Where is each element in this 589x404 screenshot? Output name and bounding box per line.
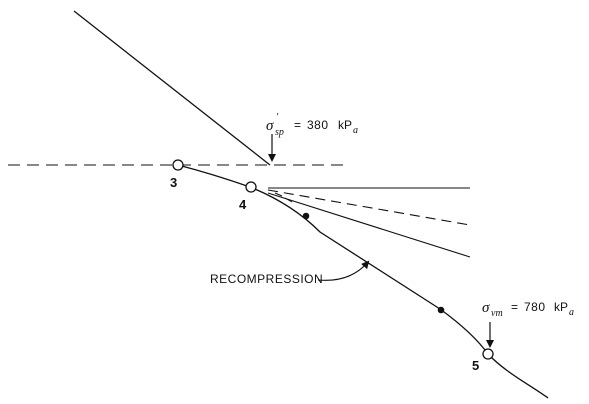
open-point-5 bbox=[482, 348, 494, 360]
sigma-sp-equals: = bbox=[294, 118, 302, 132]
point-label-5: 5 bbox=[472, 358, 479, 373]
compression-curve bbox=[177, 164, 549, 399]
sigma-vm-subscript: vm bbox=[491, 308, 503, 319]
tick-dash-1 bbox=[274, 192, 283, 197]
fan-line-dashed bbox=[267, 189, 471, 226]
open-point-4 bbox=[245, 181, 257, 193]
recompression-label: RECOMPRESSION bbox=[210, 272, 323, 286]
sigma-sp-subscript: sp bbox=[275, 127, 284, 138]
filled-point-1 bbox=[302, 212, 310, 220]
sigma-sp-annotation: σ ' sp = 380 kP a bbox=[266, 112, 358, 162]
recompression-arrow bbox=[317, 260, 370, 281]
sigma-sp-unit-sub: a bbox=[353, 125, 358, 136]
sigma-vm-unit: kP bbox=[554, 300, 568, 314]
tick-dash-2 bbox=[284, 197, 293, 203]
upper-steep-line bbox=[73, 10, 271, 166]
fan-line-lower bbox=[267, 192, 471, 258]
recompression-annotation: RECOMPRESSION bbox=[210, 260, 370, 286]
sigma-vm-symbol: σ bbox=[482, 300, 490, 316]
open-point-3 bbox=[172, 159, 184, 171]
sigma-sp-symbol: σ bbox=[266, 118, 274, 134]
sigma-vm-equals: = bbox=[511, 300, 519, 314]
sigma-vm-unit-sub: a bbox=[569, 307, 574, 318]
filled-point-2 bbox=[437, 306, 445, 314]
point-label-4: 4 bbox=[239, 197, 247, 212]
sigma-sp-value: 380 bbox=[307, 118, 329, 132]
point-label-3: 3 bbox=[170, 175, 177, 190]
sigma-sp-unit: kP bbox=[338, 118, 352, 132]
sigma-sp-prime: ' bbox=[276, 112, 279, 123]
sigma-vm-annotation: σ vm = 780 kP a bbox=[482, 300, 574, 348]
sigma-vm-value: 780 bbox=[524, 300, 546, 314]
